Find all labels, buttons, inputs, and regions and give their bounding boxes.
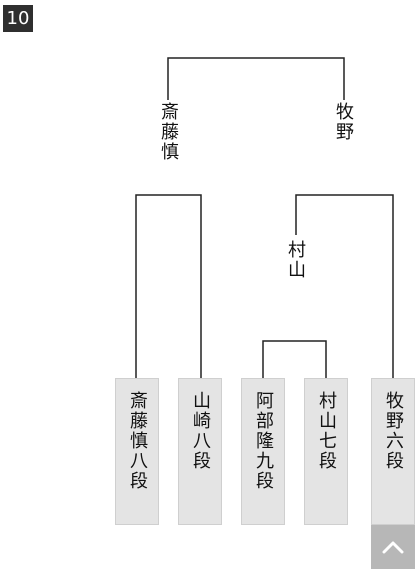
left-semifinal-bracket-line [135,194,202,378]
quarterfinal-bracket-line [262,340,327,378]
player-box-2: 山崎八段 [178,378,222,525]
player-name: 山崎八段 [190,391,211,471]
right-semifinal-bracket-line [295,194,394,378]
player-name: 阿部隆九段 [253,391,274,491]
round-number-badge: 10 [3,5,33,32]
player-box-3: 阿部隆九段 [241,378,285,525]
quarterfinal-name: 村山 [285,238,306,282]
final-bracket-line [167,57,345,100]
player-box-4: 村山七段 [304,378,348,525]
scroll-to-top-button[interactable] [371,525,415,569]
chevron-up-icon [382,541,404,554]
player-name: 牧野六段 [383,391,404,471]
semifinal-right-name: 牧野 [333,100,354,144]
semifinal-left-name: 斎藤慎 [158,100,179,164]
player-name: 斎藤慎八段 [127,391,148,491]
player-box-1: 斎藤慎八段 [115,378,159,525]
player-name: 村山七段 [316,391,337,471]
player-box-5: 牧野六段 [371,378,415,525]
